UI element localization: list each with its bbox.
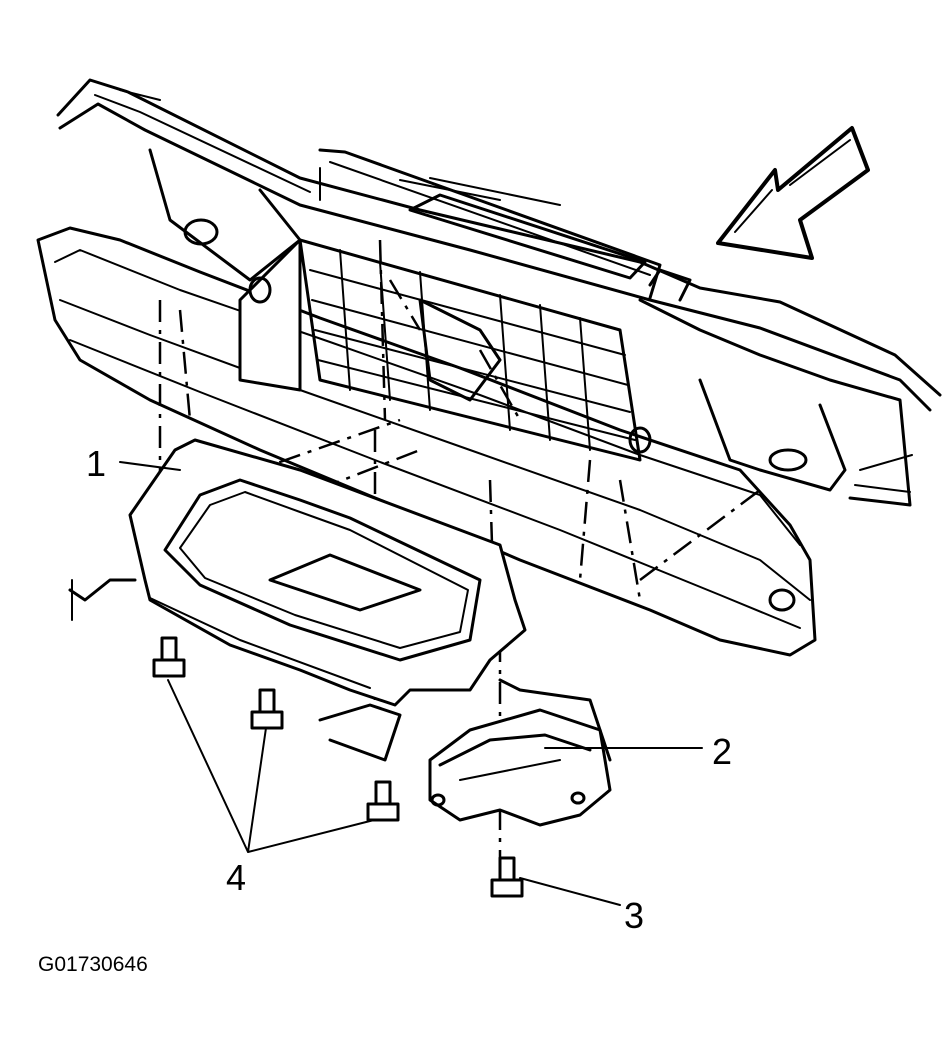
callout-3-label: 3 [624,895,644,936]
callout-4-label: 4 [226,857,246,898]
callout-2-label: 2 [712,731,732,772]
figure-id: G01730646 [38,953,148,976]
splash-shield-part-2 [428,678,612,827]
callout-1-label: 1 [86,443,106,484]
lower-crossmember [36,226,817,657]
bolt-icon [366,780,400,822]
leader-lines [119,461,703,906]
radiator-core [238,238,652,462]
front-direction-arrow-icon [716,126,870,260]
bolt-icon [490,856,524,898]
bolt-icon [152,636,186,678]
bolt-icon [250,688,284,730]
air-deflector-part-1 [68,438,527,762]
radiator-support-frame [56,78,942,507]
